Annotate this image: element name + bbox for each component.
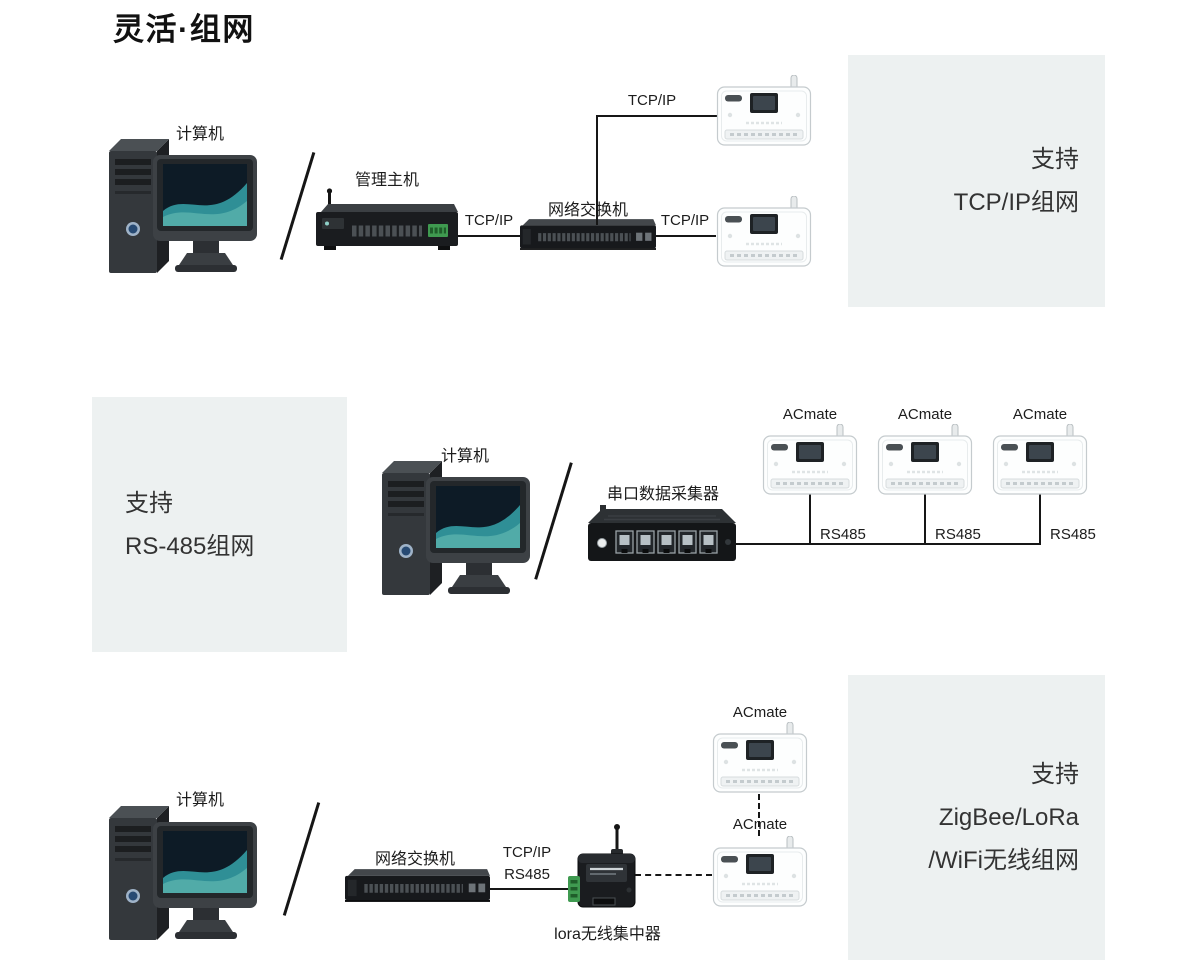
panel-rs485-line2: RS-485组网 xyxy=(125,532,255,560)
computer-icon xyxy=(368,455,538,610)
acmate-device-label: ACmate xyxy=(782,406,838,423)
acmate-device-label: ACmate xyxy=(732,704,788,721)
network-switch-label: 网络交换机 xyxy=(547,202,628,219)
cable-switch-riser xyxy=(596,115,598,225)
link-label-rs485: RS485 xyxy=(504,866,550,883)
cable-to-bottom-device xyxy=(656,235,716,237)
acmate-device-icon xyxy=(716,75,812,147)
cable-switch-to-lora xyxy=(490,888,578,890)
cable-to-top-device xyxy=(596,115,717,117)
rs485-drop-line xyxy=(1039,494,1041,543)
page-title: 灵活·组网 xyxy=(113,12,255,47)
link-label-rs485: RS485 xyxy=(820,526,866,543)
link-label-rs485: RS485 xyxy=(935,526,981,543)
divider-slash-icon xyxy=(282,802,321,916)
panel-tcpip-line1: 支持 xyxy=(1031,146,1079,173)
acmate-device-icon xyxy=(877,424,973,496)
acmate-device-icon xyxy=(712,722,808,794)
computer-icon xyxy=(95,133,265,288)
serial-collector-label: 串口数据采集器 xyxy=(606,486,719,503)
computer-label: 计算机 xyxy=(175,126,224,143)
panel-wireless: 支持 ZigBee/LoRa /WiFi无线组网 xyxy=(848,675,1105,960)
management-host-label: 管理主机 xyxy=(354,172,419,189)
acmate-device-label: ACmate xyxy=(1012,406,1068,423)
cable-host-to-switch xyxy=(458,235,520,237)
lora-concentrator-label: lora无线集中器 xyxy=(554,926,661,943)
computer-icon xyxy=(95,800,265,955)
computer-label: 计算机 xyxy=(440,448,489,465)
computer-label: 计算机 xyxy=(175,792,224,809)
panel-wireless-line2: ZigBee/LoRa xyxy=(938,804,1079,831)
acmate-device-icon xyxy=(712,836,808,908)
link-label-tcpip: TCP/IP xyxy=(660,212,710,229)
link-label-tcpip: TCP/IP xyxy=(502,844,552,861)
panel-wireless-line1: 支持 xyxy=(1031,761,1079,788)
panel-tcpip: 支持 TCP/IP组网 xyxy=(848,55,1105,307)
rs485-drop-line xyxy=(809,494,811,543)
rs485-drop-line xyxy=(924,494,926,543)
acmate-device-icon xyxy=(992,424,1088,496)
rs485-bus-line xyxy=(736,543,1041,545)
wireless-link-horizontal xyxy=(635,874,712,876)
panel-tcpip-line2: TCP/IP组网 xyxy=(953,189,1079,216)
network-switch-icon xyxy=(345,868,490,903)
lora-concentrator-icon xyxy=(562,824,650,916)
panel-wireless-line3: /WiFi无线组网 xyxy=(928,847,1079,874)
divider-slash-icon xyxy=(279,152,316,260)
acmate-device-label: ACmate xyxy=(732,816,788,833)
acmate-device-label: ACmate xyxy=(897,406,953,423)
network-switch-label: 网络交换机 xyxy=(374,851,455,868)
acmate-device-icon xyxy=(716,196,812,268)
wireless-link-vertical xyxy=(758,794,760,836)
serial-collector-icon xyxy=(588,503,736,565)
link-label-tcpip: TCP/IP xyxy=(464,212,514,229)
divider-slash-icon xyxy=(534,462,573,580)
link-label-rs485: RS485 xyxy=(1050,526,1096,543)
link-label-tcpip: TCP/IP xyxy=(627,92,677,109)
acmate-device-icon xyxy=(762,424,858,496)
network-switch-icon xyxy=(520,218,656,251)
panel-rs485: 支持 RS-485组网 xyxy=(92,397,347,652)
panel-rs485-line1: 支持 xyxy=(125,489,173,517)
management-host-icon xyxy=(316,188,458,254)
